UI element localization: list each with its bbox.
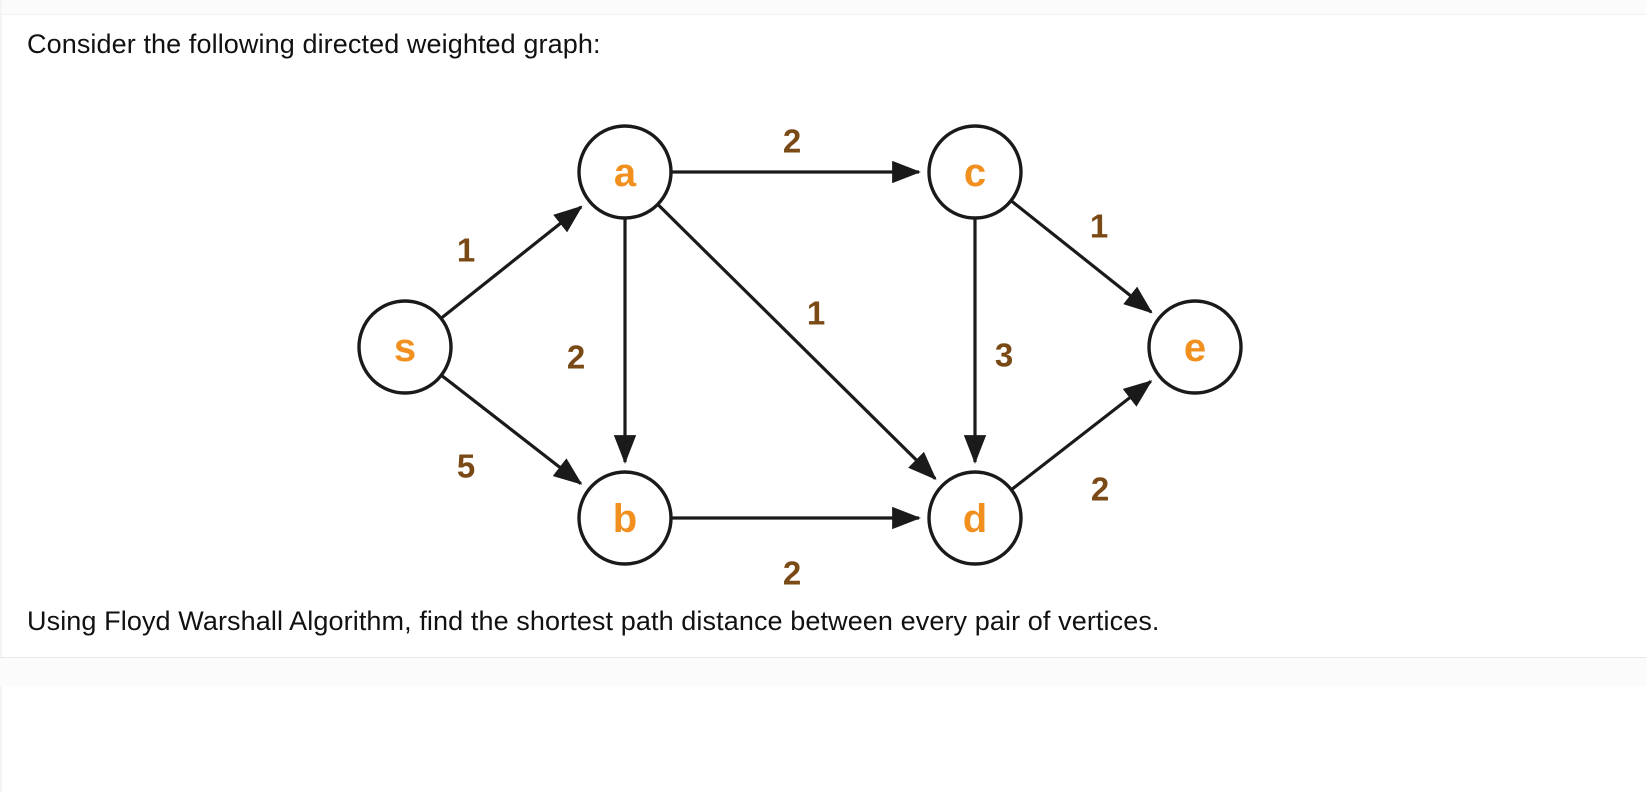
top-edge-strip: [0, 0, 1646, 15]
node-circle-a: [577, 124, 673, 220]
edge-a-to-d: [657, 203, 937, 480]
node-label-b: b: [613, 497, 637, 541]
edge-c-to-e: [1010, 200, 1153, 314]
graph-node-d: d: [927, 470, 1023, 566]
node-circle-d: [927, 470, 1023, 566]
edge-weight-c-d: 3: [995, 337, 1013, 374]
node-label-e: e: [1184, 326, 1206, 370]
edges-layer: [440, 160, 1153, 530]
graph-node-s: s: [357, 299, 453, 395]
edge-weight-s-a: 1: [457, 232, 475, 269]
node-circle-b: [577, 470, 673, 566]
left-edge-rail: [0, 0, 2, 792]
edge-weight-s-b: 5: [457, 448, 475, 485]
graph-node-e: e: [1147, 299, 1243, 395]
question-prompt-top: Consider the following directed weighted…: [27, 29, 601, 59]
graph-node-a: a: [577, 124, 673, 220]
edge-weight-d-e: 2: [1091, 471, 1109, 508]
question-prompt-bottom: Using Floyd Warshall Algorithm, find the…: [27, 606, 1160, 636]
graph-node-c: c: [927, 124, 1023, 220]
node-label-s: s: [394, 326, 416, 370]
graph-node-b: b: [577, 470, 673, 566]
edge-weight-a-d: 1: [807, 295, 825, 332]
bottom-edge-strip: [0, 658, 1646, 686]
node-label-a: a: [614, 151, 637, 195]
edge-weight-b-d: 2: [783, 555, 801, 592]
edge-d-to-e: [1011, 380, 1153, 491]
edge-weights-layer: 1 5 2 2 1 1 3 2 2: [457, 123, 1109, 592]
edge-weight-a-b: 2: [567, 339, 585, 376]
edge-weight-c-e: 1: [1090, 208, 1108, 245]
edge-s-to-b: [441, 374, 583, 485]
edge-s-to-a: [440, 205, 583, 319]
node-label-d: d: [963, 497, 987, 541]
node-circle-s: [357, 299, 453, 395]
edge-weight-a-c: 2: [783, 123, 801, 160]
node-label-c: c: [964, 151, 986, 195]
nodes-layer: s a b c d e: [357, 124, 1243, 566]
bottom-divider: [0, 657, 1646, 658]
node-circle-c: [927, 124, 1023, 220]
directed-weighted-graph-figure: 1 5 2 2 1 1 3 2 2 s a b c d e: [357, 123, 1243, 592]
node-circle-e: [1147, 299, 1243, 395]
